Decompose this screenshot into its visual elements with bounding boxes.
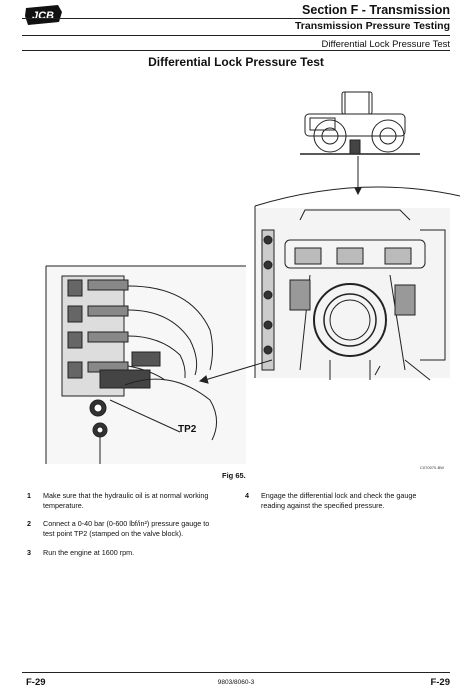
publication-number: 9803/8060-3 (217, 679, 255, 686)
page-title: Differential Lock Pressure Test (148, 55, 324, 69)
step-3: 3 Run the engine at 1600 rpm. (27, 548, 232, 560)
jcb-logo: JCB (24, 4, 64, 26)
tractor-inset (300, 91, 420, 155)
section-title: Section F - Transmission (302, 3, 450, 17)
svg-text:JCB: JCB (32, 10, 54, 22)
footer-rule (22, 672, 450, 673)
page-number-right: F-29 (430, 677, 450, 688)
valve-block (45, 265, 273, 464)
page-number-left: F-29 (26, 677, 46, 688)
step-4: 4 Engage the differential lock and check… (245, 491, 455, 515)
step-2: 2 Connect a 0-40 bar (0-600 lbf/in²) pre… (27, 519, 242, 543)
topic-title: Differential Lock Pressure Test (321, 39, 451, 50)
header-rule-bottom (22, 50, 450, 51)
tp2-callout: TP2 (178, 424, 197, 435)
step-number: 3 (27, 548, 31, 557)
header-rule-top (22, 18, 450, 19)
diff-housing (254, 208, 450, 381)
step-text: Run the engine at 1600 rpm. (43, 548, 135, 557)
step-number: 4 (245, 491, 249, 500)
step-text: Connect a 0-40 bar (0-600 lbf/in²) press… (43, 519, 210, 538)
technical-drawing (0, 70, 472, 470)
step-number: 1 (27, 491, 31, 500)
step-text: Engage the differential lock and check t… (261, 491, 417, 510)
figure-caption: Fig 65. (222, 471, 246, 480)
step-text: Make sure that the hydraulic oil is at n… (43, 491, 209, 510)
subsection-title: Transmission Pressure Testing (294, 20, 450, 32)
header-rule-middle (22, 35, 450, 36)
step-number: 2 (27, 519, 31, 528)
figure-code: C070070-BW (420, 465, 445, 470)
step-1: 1 Make sure that the hydraulic oil is at… (27, 491, 232, 515)
